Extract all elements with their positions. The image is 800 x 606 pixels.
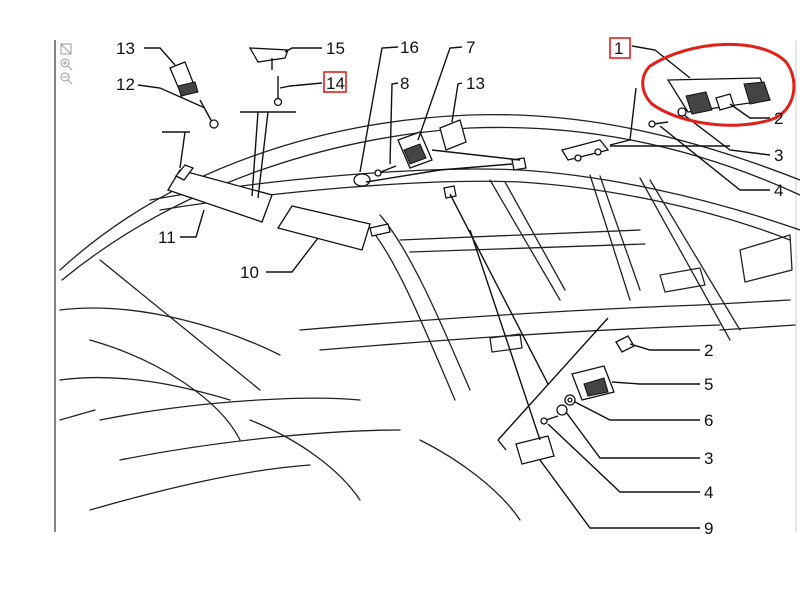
callout-3: 3 bbox=[704, 449, 713, 468]
connector-small bbox=[443, 157, 527, 199]
zoom-in-icon[interactable] bbox=[60, 58, 73, 71]
bracket-9[interactable] bbox=[515, 435, 555, 465]
screw-4[interactable] bbox=[540, 415, 559, 425]
washer-3[interactable] bbox=[556, 404, 568, 416]
callout-13: 13 bbox=[466, 74, 485, 93]
grab-handle-assembly[interactable] bbox=[648, 77, 771, 128]
grommet-16[interactable] bbox=[353, 173, 371, 187]
screw-8[interactable] bbox=[374, 165, 397, 177]
crop-icon[interactable] bbox=[60, 43, 72, 55]
callout-4: 4 bbox=[704, 483, 713, 502]
viewer-toolbar bbox=[54, 40, 797, 532]
handle-5[interactable] bbox=[571, 365, 615, 401]
leader-lines bbox=[137, 45, 771, 529]
callout-13: 13 bbox=[116, 39, 135, 58]
zoom-out-icon[interactable] bbox=[60, 72, 73, 85]
callout-7: 7 bbox=[466, 38, 475, 57]
callout-1: 1 bbox=[614, 39, 623, 58]
callout-14-box bbox=[323, 71, 347, 93]
callout-15: 15 bbox=[326, 39, 345, 58]
highlight-circle bbox=[641, 42, 796, 127]
handle-bracket[interactable] bbox=[560, 139, 610, 162]
screw-12[interactable] bbox=[199, 99, 219, 129]
callout-3: 3 bbox=[774, 146, 783, 165]
car-outline bbox=[59, 113, 800, 521]
callout-6: 6 bbox=[704, 411, 713, 430]
visor-clip-13b[interactable] bbox=[439, 119, 467, 151]
callout-16: 16 bbox=[400, 38, 419, 57]
washer-6[interactable] bbox=[564, 394, 576, 406]
bracket-15[interactable] bbox=[248, 47, 289, 70]
callout-9: 9 bbox=[704, 519, 713, 538]
callouts: 13 12 15 14 16 7 8 13 1 2 3 4 11 10 2 5 … bbox=[116, 37, 783, 538]
callout-5: 5 bbox=[704, 375, 713, 394]
screw-14[interactable] bbox=[273, 76, 283, 107]
sun-visor-left[interactable] bbox=[167, 164, 273, 223]
cover-2[interactable] bbox=[615, 335, 635, 353]
callout-2: 2 bbox=[704, 341, 713, 360]
callout-2: 2 bbox=[774, 109, 783, 128]
coat-hook-7[interactable] bbox=[397, 131, 433, 169]
callout-12: 12 bbox=[116, 75, 135, 94]
callout-8: 8 bbox=[400, 74, 409, 93]
callout-4: 4 bbox=[774, 181, 783, 200]
visor-clip-13[interactable] bbox=[169, 61, 199, 97]
sun-visor-right[interactable] bbox=[276, 205, 391, 251]
callout-10: 10 bbox=[240, 263, 259, 282]
callout-1-box bbox=[609, 37, 631, 59]
callout-11: 11 bbox=[158, 228, 176, 247]
callout-14: 14 bbox=[326, 74, 345, 93]
